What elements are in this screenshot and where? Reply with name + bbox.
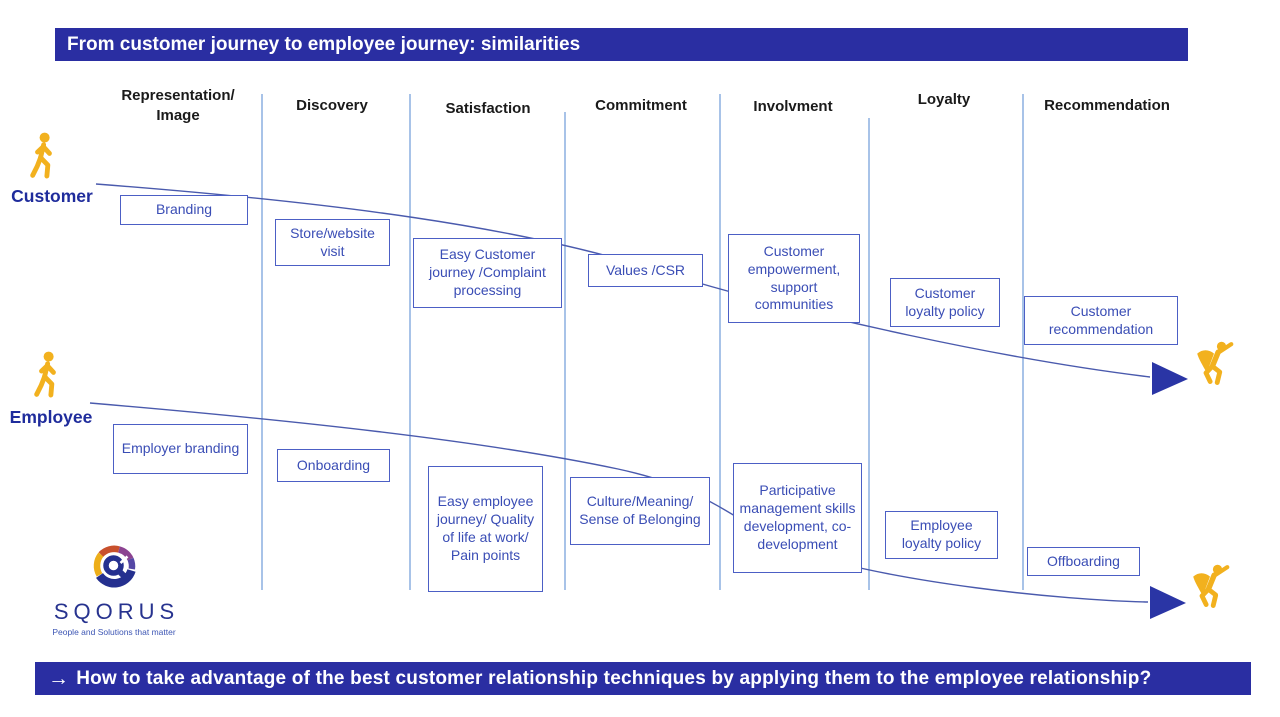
column-divider (409, 94, 411, 590)
stage-box-customer-loyalty-policy: Customer loyalty policy (890, 278, 1000, 327)
column-header-loyalty: Loyalty (917, 91, 971, 108)
logo-tagline: People and Solutions that matter (52, 627, 176, 637)
column-divider (868, 118, 870, 590)
column-header-involvment: Involvment (753, 98, 833, 115)
stage-box-easy-customer-journey: Easy Customer journey /Complaint process… (413, 238, 562, 308)
stage-box-branding: Branding (120, 195, 248, 225)
logo-name: SQORUS (53, 599, 180, 624)
walking-person-icon (26, 350, 68, 405)
column-header-discovery: Discovery (296, 97, 368, 114)
sqorus-logo-icon (93, 545, 136, 588)
customer-row-label: Customer (11, 186, 93, 206)
company-logo: SQORUS People and Solutions that matter (48, 541, 180, 637)
stage-box-onboarding: Onboarding (277, 449, 390, 482)
column-header-representation: Representation/ Image (121, 87, 235, 124)
stage-box-offboarding: Offboarding (1027, 547, 1140, 576)
stage-box-employer-branding: Employer branding (113, 424, 248, 474)
employee-row-label: Employee (9, 407, 93, 427)
stage-box-employee-loyalty-policy: Employee loyalty policy (885, 511, 998, 559)
stage-box-customer-empowerment: Customer empowerment, support communitie… (728, 234, 860, 323)
right-arrow-icon: → (48, 666, 70, 690)
column-divider (719, 94, 721, 590)
stage-box-participative-management: Participative management skills developm… (733, 463, 862, 573)
title-bar: From customer journey to employee journe… (55, 28, 1188, 61)
column-divider (261, 94, 263, 590)
stage-box-store-website-visit: Store/website visit (275, 219, 390, 266)
footer-question: How to take advantage of the best custom… (76, 667, 1152, 689)
column-header-commitment: Commitment (595, 97, 687, 114)
stage-box-customer-recommendation: Customer recommendation (1024, 296, 1178, 345)
page-title: From customer journey to employee journe… (67, 33, 581, 55)
superhero-icon (1186, 558, 1234, 621)
arrowhead-icon (1150, 586, 1186, 619)
stage-box-values-csr: Values /CSR (588, 254, 703, 287)
column-header-satisfaction: Satisfaction (445, 100, 531, 117)
walking-person-icon (22, 131, 64, 186)
stage-box-culture-meaning: Culture/Meaning/ Sense of Belonging (570, 477, 710, 545)
footer-bar: → How to take advantage of the best cust… (35, 662, 1251, 695)
column-header-recommendation: Recommendation (1044, 97, 1170, 114)
arrowhead-icon (1152, 362, 1188, 395)
column-divider (564, 112, 566, 590)
stage-box-easy-employee-journey: Easy employee journey/ Quality of life a… (428, 466, 543, 592)
superhero-icon (1190, 335, 1238, 398)
